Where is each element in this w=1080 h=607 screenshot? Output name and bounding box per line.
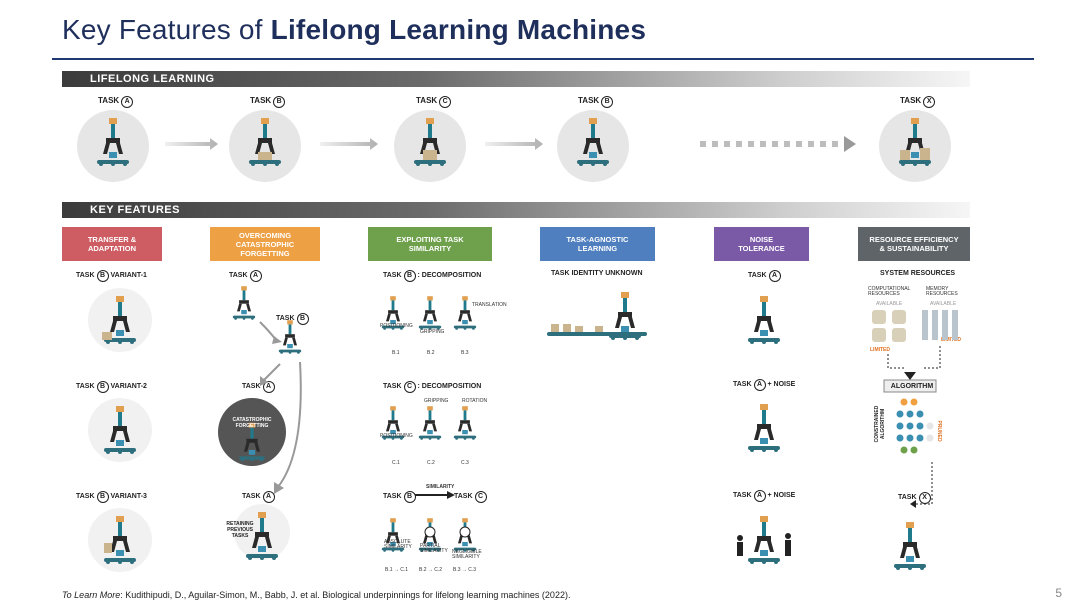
- chip-icons: [872, 310, 906, 342]
- feature-resource-efficiency: RESOURCE EFFICIENCY & SUSTAINABILITY: [858, 227, 970, 261]
- key-features-band: KEY FEATURES: [62, 202, 970, 218]
- feature-transfer-adaptation: TRANSFER & ADAPTATION: [62, 227, 162, 261]
- feature-task-similarity: EXPLOITING TASK SIMILARITY: [368, 227, 492, 261]
- sim-sub-r3-2: B.2 → C.2: [419, 567, 443, 573]
- feature-catastrophic-forgetting: OVERCOMING CATASTROPHIC FORGETTING: [210, 227, 320, 261]
- retaining-label: RETAINING PREVIOUS TASKS: [226, 521, 254, 539]
- constrained-algorithm-label: CONSTRAINED ALGORITHM: [874, 405, 886, 443]
- feature-noise-tolerance: NOISE TOLERANCE: [714, 227, 809, 261]
- sim-word-partial: PARTIAL SIMILARITY: [420, 543, 448, 554]
- limited-label-2: LIMITED: [941, 337, 961, 343]
- resource-illustrations: [872, 310, 958, 570]
- agnostic-label: TASK IDENTITY UNKNOWN: [551, 270, 643, 277]
- lifelong-learning-band: LIFELONG LEARNING: [62, 71, 970, 87]
- sim-word-c1: POSITIONING: [380, 433, 413, 439]
- sim-sub-r3-3: B.3 → C.3: [453, 567, 477, 573]
- noise-illustrations: [737, 296, 791, 564]
- sim-word-c2: GRIPPING: [424, 398, 449, 404]
- similarity-arrow-label: SIMILARITY: [426, 484, 455, 490]
- forgetting-illustrations: [218, 286, 302, 560]
- sim-word-b3: TRANSLATION: [472, 302, 507, 308]
- person-icon-left: [737, 535, 743, 556]
- top-arrow-3: [485, 138, 543, 150]
- transfer-illustrations: [88, 288, 152, 572]
- top-robot-3: [394, 110, 466, 182]
- forgetting-dark-label: CATASTROPHIC FORGETTING: [232, 417, 272, 429]
- similarity-illustrations: [381, 296, 477, 552]
- sim-word-abs: ABSOLUTE SIMILARITY: [384, 539, 412, 550]
- algorithm-box-label: ALGORITHM: [890, 383, 934, 390]
- page-number: 5: [1055, 586, 1062, 600]
- title-rule: [52, 58, 1034, 60]
- top-robot-1: [77, 110, 149, 182]
- person-icon-right: [785, 533, 791, 556]
- forgetting-robot-2: [278, 320, 302, 354]
- sim-word-c3: ROTATION: [462, 398, 488, 404]
- sim-word-b1: POSITIONING: [380, 323, 413, 329]
- memory-icons: [922, 310, 958, 340]
- sim-sub-b1: B.1: [392, 350, 400, 356]
- sim-sub-b3: B.3: [461, 350, 469, 356]
- top-robot-5: [879, 110, 951, 182]
- top-arrow-2: [320, 138, 378, 150]
- top-dashed-arrow: [700, 136, 856, 152]
- sim-sub-c1: C.1: [392, 460, 400, 466]
- computational-resources-label: COMPUTATIONAL RESOURCES: [868, 286, 911, 297]
- pruned-label: PRUNED: [936, 420, 942, 442]
- sim-word-negligible: NEGLIGIBLE SIMILARITY: [452, 549, 482, 560]
- available-label-1: AVAILABLE: [876, 301, 903, 307]
- top-robot-row: [77, 110, 951, 182]
- limited-label-1: LIMITED: [870, 347, 890, 353]
- page-title: Key Features of Lifelong Learning Machin…: [62, 14, 647, 45]
- sim-sub-c3: C.3: [461, 460, 469, 466]
- transfer-robot-3: [88, 508, 152, 572]
- neural-net: [896, 398, 934, 454]
- forgetting-robot-4: [234, 504, 290, 560]
- top-robot-2: [229, 110, 301, 182]
- feature-task-agnostic: TASK-AGNOSTIC LEARNING: [540, 227, 655, 261]
- sim-sub-c2: C.2: [427, 460, 435, 466]
- sim-word-b2: GRIPPING: [420, 329, 445, 335]
- sim-sub-r3-1: B.1 → C.1: [385, 567, 409, 573]
- sim-sub-b2: B.2: [427, 350, 435, 356]
- top-arrow-1: [165, 138, 218, 150]
- transfer-robot-1: [88, 288, 152, 352]
- memory-resources-label: MEMORY RESOURCES: [926, 286, 958, 297]
- transfer-robot-2: [88, 398, 152, 462]
- top-robot-4: [557, 110, 629, 182]
- available-label-2: AVAILABLE: [930, 301, 957, 307]
- agnostic-illustration: [547, 292, 647, 340]
- system-resources-label: SYSTEM RESOURCES: [880, 270, 956, 277]
- forgetting-robot-1: [232, 286, 256, 320]
- footer-reference: To Learn More: Kudithipudi, D., Aguilar-…: [62, 590, 571, 600]
